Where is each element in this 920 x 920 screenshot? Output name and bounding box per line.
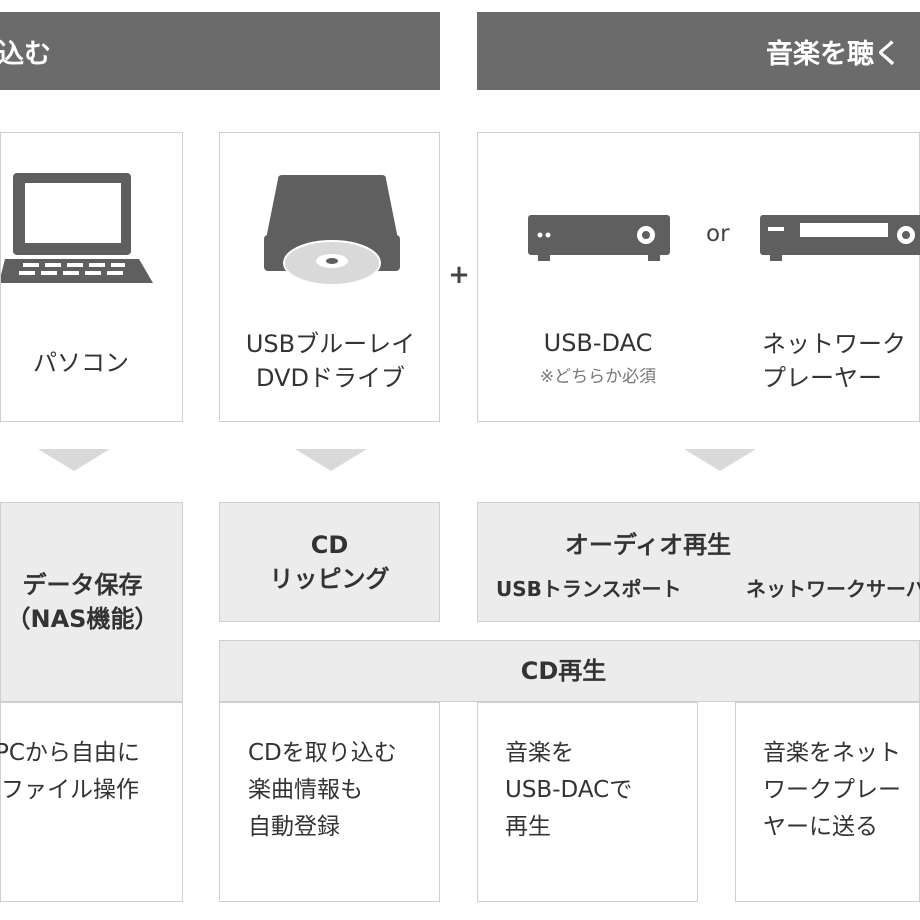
or-text: or xyxy=(706,221,730,247)
plus-sign: + xyxy=(448,260,470,290)
desc-network-line2: ワークプレー xyxy=(763,777,901,803)
data-storage-line2: （NAS機能） xyxy=(6,605,159,633)
audio-playback-box: オーディオ再生 USBトランスポート ネットワークサーバ xyxy=(477,502,920,622)
pc-label-text: パソコン xyxy=(33,349,129,377)
usbdac-note: ※どちらか必須 xyxy=(539,367,657,387)
cd-ripping-line2: リッピング xyxy=(269,565,390,593)
header-import: 込む xyxy=(0,12,440,90)
desc-ripping-line1: CDを取り込む xyxy=(248,740,397,766)
desc-network-line3: ヤーに送る xyxy=(763,814,878,840)
netplayer-label-line2: プレーヤー xyxy=(762,364,882,392)
cd-ripping-box: CD リッピング xyxy=(219,502,440,622)
pc-label: パソコン xyxy=(1,338,161,388)
drive-label-line2: DVDドライブ xyxy=(256,364,405,392)
drive-label-line1: USBブルーレイ xyxy=(245,330,416,358)
desc-ripping-card: CDを取り込む 楽曲情報も 自動登録 xyxy=(219,702,440,902)
header-import-text: 込む xyxy=(0,38,51,70)
desc-usbdac-card: 音楽を USB-DACで 再生 xyxy=(477,702,698,902)
data-storage-line1: データ保存 xyxy=(22,571,143,599)
laptop-icon xyxy=(1,173,153,283)
cd-ripping-line1: CD xyxy=(310,531,349,559)
disc-drive-icon xyxy=(264,175,400,286)
audio-playback-title: オーディオ再生 xyxy=(564,531,732,559)
network-server-label: ネットワークサーバ xyxy=(746,577,920,601)
cd-playback-text: CD再生 xyxy=(520,657,607,685)
desc-usbdac-line3: 再生 xyxy=(505,814,551,840)
usbdac-label-text: USB-DAC xyxy=(543,329,653,357)
usb-transport-label: USBトランスポート xyxy=(496,577,682,601)
arrow-down-output xyxy=(684,449,756,471)
drive-label: USBブルーレイ DVDドライブ xyxy=(220,321,441,401)
cd-playback-box: CD再生 xyxy=(219,640,920,702)
desc-pc-line2: ファイル操作 xyxy=(1,777,139,803)
data-storage-box: データ保存 （NAS機能） xyxy=(0,502,183,702)
header-listen-text: 音楽を聴く xyxy=(766,38,901,70)
card-pc: パソコン xyxy=(0,132,183,422)
usbdac-label: USB-DAC ※どちらか必須 xyxy=(498,325,698,395)
arrow-down-drive xyxy=(295,449,367,471)
desc-network-card: 音楽をネット ワークプレー ヤーに送る xyxy=(735,702,920,902)
netplayer-label: ネットワーク プレーヤー xyxy=(762,321,906,401)
network-player-icon xyxy=(760,215,920,261)
desc-usbdac-line2: USB-DACで xyxy=(505,777,633,803)
card-output: or USB-DAC ※どちらか必須 ネットワーク プレーヤー xyxy=(477,132,920,422)
desc-pc-line1: PCから自由に xyxy=(0,740,140,766)
header-listen: 音楽を聴く xyxy=(477,12,920,90)
card-drive: USBブルーレイ DVDドライブ xyxy=(219,132,440,422)
desc-network-line1: 音楽をネット xyxy=(763,740,901,766)
desc-ripping-line2: 楽曲情報も xyxy=(248,777,363,803)
desc-usbdac-line1: 音楽を xyxy=(505,740,574,766)
desc-ripping-line3: 自動登録 xyxy=(248,814,340,840)
desc-pc-card: PCから自由に ファイル操作 xyxy=(0,702,183,902)
arrow-down-pc xyxy=(38,449,110,471)
usb-dac-icon xyxy=(528,215,670,261)
netplayer-label-line1: ネットワーク xyxy=(762,330,906,358)
